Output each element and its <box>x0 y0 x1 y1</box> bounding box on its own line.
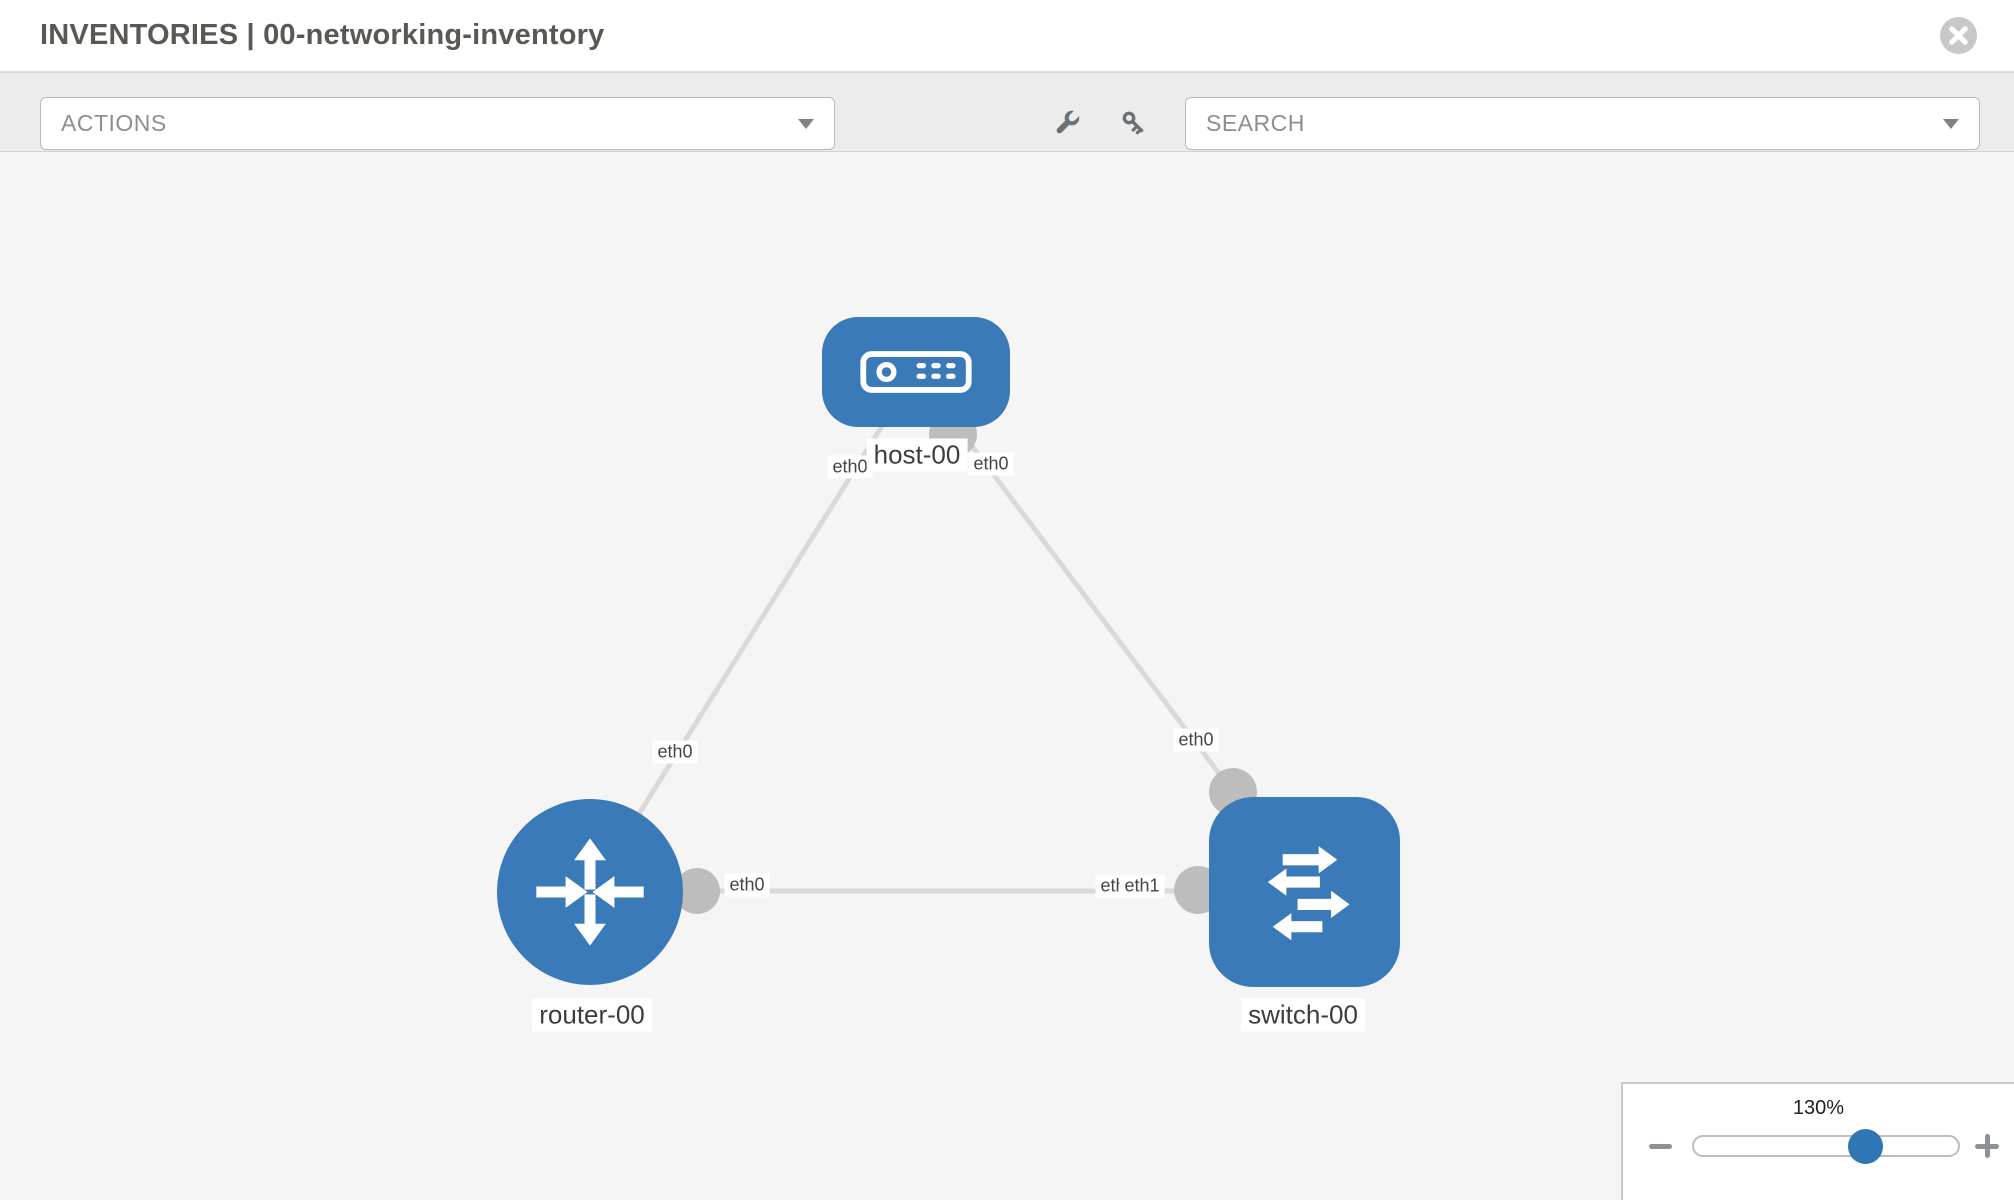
search-dropdown[interactable]: SEARCH <box>1185 97 1980 150</box>
search-dropdown-label: SEARCH <box>1206 110 1305 136</box>
actions-dropdown[interactable]: ACTIONS <box>40 97 835 150</box>
iface-label-host-eth0-right: eth0 <box>968 452 1014 476</box>
key-icon <box>1122 111 1144 135</box>
node-label-host-00: host-00 <box>866 438 968 472</box>
host-icon <box>860 351 972 393</box>
wrench-icon <box>1056 110 1080 134</box>
page-header: INVENTORIES | 00-networking-inventory <box>0 0 2014 72</box>
interface-dot-router <box>674 868 720 914</box>
close-button[interactable] <box>1940 17 1977 54</box>
node-switch-00[interactable] <box>1209 797 1400 987</box>
chevron-down-icon <box>1943 118 1959 129</box>
plus-icon <box>1984 1134 1990 1158</box>
router-icon <box>536 838 644 946</box>
zoom-slider-track[interactable] <box>1692 1135 1960 1157</box>
node-label-switch-00: switch-00 <box>1241 998 1365 1032</box>
toolbar: ACTIONS <box>0 72 2014 152</box>
node-router-00[interactable] <box>497 799 683 985</box>
iface-label-switch-eth0-up: eth0 <box>1173 728 1219 752</box>
configure-button[interactable] <box>1045 97 1089 149</box>
zoom-level-value: 130% <box>1792 1097 1845 1119</box>
actions-dropdown-label: ACTIONS <box>61 110 167 136</box>
page-title: INVENTORIES | 00-networking-inventory <box>40 19 605 51</box>
credentials-button[interactable] <box>1112 97 1156 149</box>
switch-icon <box>1267 846 1350 941</box>
zoom-control-panel: 130% <box>1621 1082 2014 1200</box>
topology-canvas[interactable]: eth0 eth0 host-00 eth0 eth0 eth0 eth0 et… <box>0 152 2014 1200</box>
node-host-00[interactable] <box>822 317 1010 427</box>
topology-links-layer <box>587 370 1258 914</box>
zoom-slider-handle[interactable] <box>1848 1129 1883 1164</box>
iface-label-switch-eth1: eth1 <box>1119 874 1165 898</box>
close-icon <box>1949 26 1968 45</box>
iface-label-host-eth0-left: eth0 <box>827 455 873 479</box>
iface-label-router-eth0: eth0 <box>724 873 770 897</box>
iface-label-router-eth0-up: eth0 <box>652 740 698 764</box>
zoom-out-button[interactable] <box>1647 1133 1673 1159</box>
minus-icon <box>1648 1143 1672 1149</box>
node-label-router-00: router-00 <box>532 998 652 1032</box>
zoom-in-button[interactable] <box>1974 1133 2000 1159</box>
chevron-down-icon <box>798 118 814 129</box>
